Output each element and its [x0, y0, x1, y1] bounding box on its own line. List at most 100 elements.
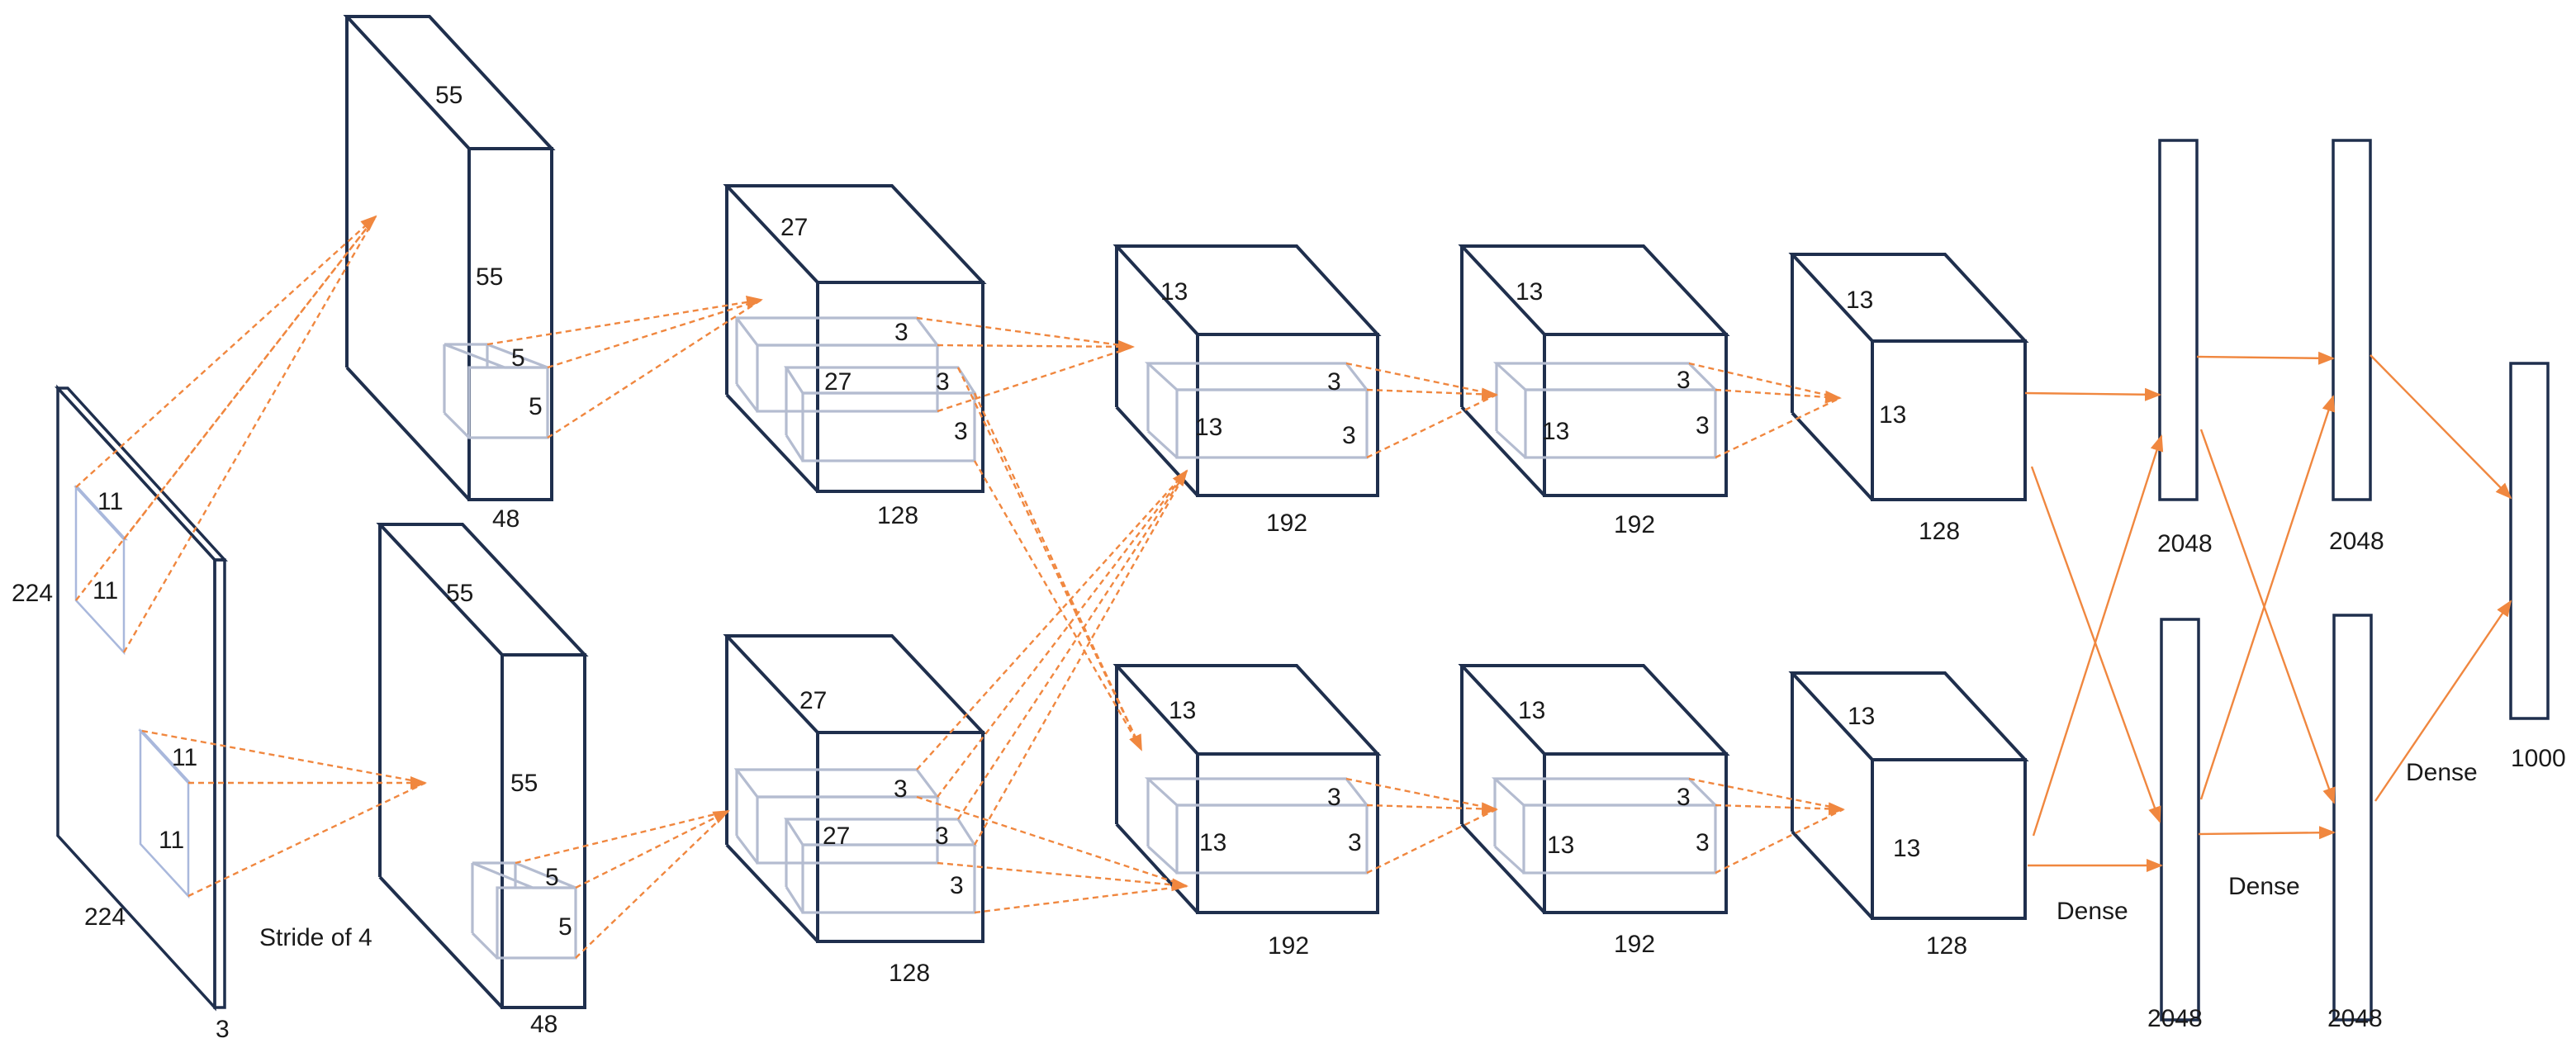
input-volume: [55, 384, 228, 1012]
conv3-top-k1: 3: [1327, 368, 1341, 396]
fc2-bottom-bar: [2332, 614, 2373, 1022]
input-height-label: 224: [12, 580, 53, 607]
conv3-bottom-k2: 3: [1348, 829, 1362, 856]
fc1-top-size: 2048: [2157, 530, 2213, 557]
edge-c3t-c4t-1: [1345, 362, 1497, 396]
edge-fc1b-fc2b: [2198, 826, 2336, 840]
fc1-bottom-size: 2048: [2147, 1005, 2203, 1032]
edge-c4b-c5b-1: [1688, 777, 1844, 811]
conv5-bottom-height: 13: [1893, 835, 1920, 862]
edge-c2b-c3b-2: [974, 884, 1188, 914]
conv1-top-width: 55: [435, 82, 463, 109]
conv5-top-depth: 128: [1919, 518, 1960, 545]
edge-c1t-c2t-1: [486, 295, 763, 346]
edge-c4b-c5b-3: [1715, 808, 1844, 875]
conv5-bottom-width: 13: [1848, 703, 1875, 730]
conv2-top-k2: 3: [936, 368, 950, 396]
conv1-bottom-width: 55: [446, 580, 473, 607]
edge-c3b-c4b-1: [1345, 777, 1497, 811]
conv1-top-kernel: [443, 343, 549, 439]
edge-c2t-c3t-1: [916, 316, 1134, 348]
conv2-top-k3: 3: [954, 418, 968, 445]
edge-c4t-c5t-3: [1715, 396, 1841, 459]
conv1-bottom-kernel-h: 5: [558, 913, 572, 941]
edge-c1t-c2t-3: [547, 298, 762, 439]
edge-input-conv1top-1: [75, 215, 377, 488]
conv1-top-kernel-h: 5: [529, 393, 543, 420]
conv4-bottom-kernel-inner: 13: [1547, 832, 1574, 859]
edge-c2t-c3t-2: [937, 339, 1135, 353]
conv2-bottom-k1: 3: [894, 775, 908, 803]
input-kernel-top-w: 11: [97, 488, 123, 515]
conv1-top-depth: 48: [492, 505, 519, 533]
conv2-top-kernel-inner: 27: [824, 368, 852, 396]
conv3-bottom-depth: 192: [1268, 932, 1309, 960]
conv2-bottom-block: [723, 634, 987, 943]
conv1-top-block: [343, 15, 556, 501]
conv4-top-depth: 192: [1614, 511, 1655, 538]
conv2-bottom-width: 27: [799, 687, 827, 714]
edge-c2b-c3t-1: [916, 470, 1188, 770]
conv4-top-kernel-inner: 13: [1542, 418, 1569, 445]
conv3-top-k2: 3: [1342, 422, 1356, 449]
conv3-top-kernel-inner: 13: [1195, 414, 1222, 441]
edge-c2b-c3t-2: [937, 469, 1188, 798]
edge-c5t-fc1t: [2024, 387, 2161, 401]
fc2-bottom-size: 2048: [2327, 1005, 2383, 1032]
conv2-top-depth: 128: [877, 502, 918, 529]
edge-c4t-c5t-1: [1688, 362, 1841, 400]
input-kernel-top-h: 11: [93, 577, 118, 604]
edge-c2b-c3b-1: [937, 861, 1188, 892]
edge-c2b-c3t-3: [956, 470, 1188, 820]
conv2-bottom-kernel-inner: 27: [823, 823, 850, 850]
edge-c2t-c3b-2: [973, 392, 1143, 751]
edge-input-conv1top-3: [122, 216, 377, 653]
conv2-bottom-depth: 128: [889, 960, 930, 987]
conv2-top-width: 27: [780, 214, 808, 241]
conv1-bottom-kernel: [471, 861, 577, 960]
conv4-top-k1: 3: [1677, 367, 1691, 394]
edge-input-conv1top-4: [75, 216, 377, 601]
edge-c3b-c4b-2: [1366, 802, 1498, 816]
edge-fc2t-out: [2370, 354, 2512, 500]
conv1-top-height: 55: [476, 263, 503, 291]
conv5-top-width: 13: [1846, 287, 1873, 314]
output-bar: [2509, 362, 2550, 720]
edge-c2t-c3b-1: [956, 367, 1143, 751]
edge-c2t-c3t-3: [937, 345, 1134, 413]
edge-c1b-c2b-3: [575, 810, 729, 959]
conv3-bottom-k1: 3: [1327, 784, 1341, 811]
conv4-bottom-depth: 192: [1614, 931, 1655, 958]
edge-c2t-c3b-3: [973, 460, 1143, 751]
conv2-bottom-k3: 3: [950, 872, 964, 899]
input-kernel-bottom-w: 11: [172, 744, 197, 771]
conv1-bottom-kernel-w: 5: [545, 864, 559, 891]
dense-label-3: Dense: [2406, 759, 2478, 786]
fc2-top-size: 2048: [2329, 528, 2384, 555]
edge-fc1t-fc2t: [2196, 351, 2335, 365]
edge-fc1t-fc2b: [2199, 429, 2336, 804]
fc1-bottom-bar: [2160, 618, 2200, 1022]
conv1-bottom-block: [376, 523, 589, 1009]
conv3-top-width: 13: [1160, 278, 1188, 306]
conv-connections: [75, 215, 1845, 959]
edge-fc2b-out: [2374, 600, 2512, 802]
edge-c2b-c3b-3: [916, 795, 1188, 888]
conv3-top-block: [1112, 244, 1382, 497]
conv4-top-k2: 3: [1696, 412, 1710, 439]
dense-connections: [2024, 351, 2512, 872]
edge-c5b-fc1t: [2032, 434, 2164, 837]
edge-c4b-c5b-2: [1715, 802, 1845, 816]
input-depth-label: 3: [216, 1016, 230, 1043]
edge-c1b-c2b-2: [575, 809, 730, 889]
conv2-top-block: [723, 184, 987, 493]
conv4-bottom-block: [1458, 664, 1730, 914]
conv5-bottom-block: [1788, 671, 2029, 920]
dense-label-2: Dense: [2228, 873, 2300, 900]
conv4-top-width: 13: [1516, 278, 1543, 306]
conv4-bottom-k1: 3: [1677, 784, 1691, 811]
fc1-top-bar: [2158, 139, 2199, 501]
conv2-bottom-k2: 3: [935, 823, 949, 850]
dense-label-1: Dense: [2057, 898, 2128, 925]
